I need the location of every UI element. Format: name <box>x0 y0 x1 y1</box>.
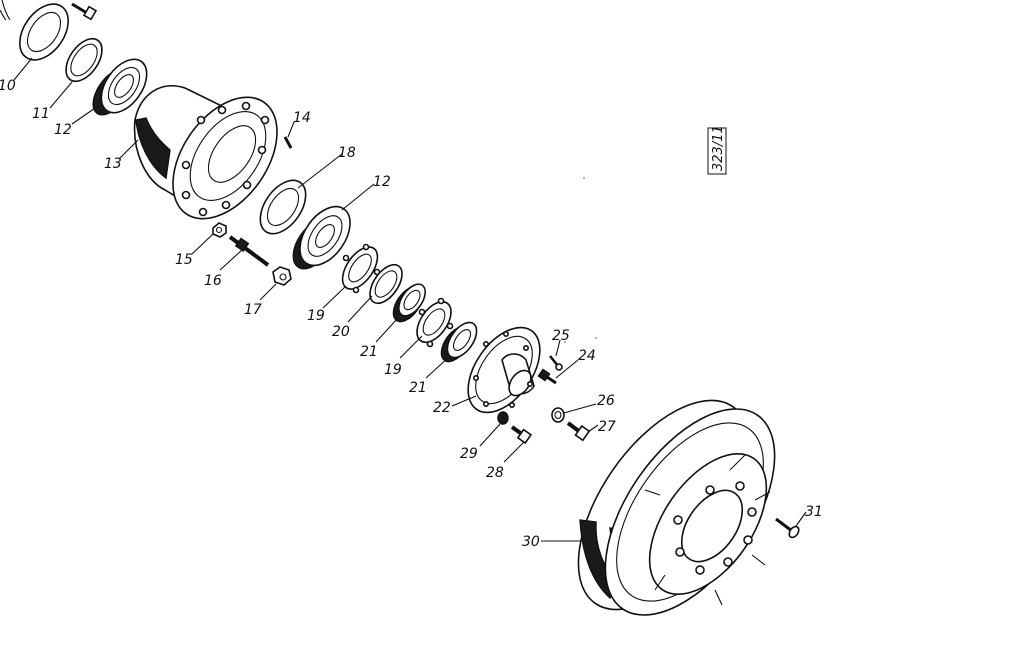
part-19-lock-washer-lower <box>416 297 454 348</box>
callout-24: 24 <box>578 348 596 364</box>
callout-15: 15 <box>175 252 193 268</box>
callout-20: 20 <box>332 324 350 340</box>
callout-30: 30 <box>522 534 540 550</box>
part-26-washer <box>551 407 565 423</box>
figure-reference-code: 323/11 <box>711 125 726 171</box>
part-22-flange <box>467 326 541 414</box>
part-19-lock-washer-upper <box>341 243 381 294</box>
part-13-hub <box>133 85 278 220</box>
part-12-bearing-upper <box>92 58 148 116</box>
callout-28: 28 <box>486 465 504 481</box>
callout-11: 11 <box>32 106 50 122</box>
part-29-nut <box>497 411 509 425</box>
part-31-screw <box>775 517 800 539</box>
part-30-brake-drum <box>577 399 776 616</box>
callout-labels: 10 11 12 13 14 18 12 15 16 17 19 20 21 1… <box>0 78 823 550</box>
callout-21-upper: 21 <box>360 344 378 360</box>
part-top-bolt <box>71 2 98 21</box>
part-15-nut <box>212 222 227 238</box>
callout-16: 16 <box>204 273 222 289</box>
callout-25: 25 <box>552 328 570 344</box>
callout-19-upper: 19 <box>307 308 325 324</box>
figure-reference: 323/11 <box>707 125 727 175</box>
part-10-ring <box>0 0 69 61</box>
callout-10: 10 <box>0 78 16 94</box>
scan-specks <box>564 177 597 343</box>
part-28-bolt <box>510 425 533 445</box>
part-12-bearing-lower <box>292 205 351 270</box>
part-20-washer <box>369 263 403 305</box>
part-27-bolt <box>566 421 591 442</box>
callout-12-lower: 12 <box>373 174 391 190</box>
callout-13: 13 <box>104 156 122 172</box>
part-18-ring <box>259 179 307 235</box>
callout-22: 22 <box>433 400 451 416</box>
callout-17: 17 <box>244 302 262 318</box>
part-21-nut-lower <box>440 321 478 363</box>
part-16-stud <box>228 235 270 267</box>
callout-14: 14 <box>293 110 311 126</box>
part-14-pin <box>283 136 293 149</box>
part-24-bolt <box>537 368 557 385</box>
callout-27: 27 <box>598 419 616 435</box>
callout-19-lower: 19 <box>384 362 402 378</box>
part-17-nut <box>272 266 292 286</box>
callout-12-upper: 12 <box>54 122 72 138</box>
leader-lines <box>13 57 807 542</box>
part-25-screw <box>549 355 563 371</box>
callout-29: 29 <box>460 446 478 462</box>
callout-18: 18 <box>338 145 356 161</box>
callout-31: 31 <box>805 504 823 520</box>
callout-26: 26 <box>597 393 615 409</box>
part-11-seal-ring <box>65 37 103 83</box>
callout-21-lower: 21 <box>409 380 427 396</box>
